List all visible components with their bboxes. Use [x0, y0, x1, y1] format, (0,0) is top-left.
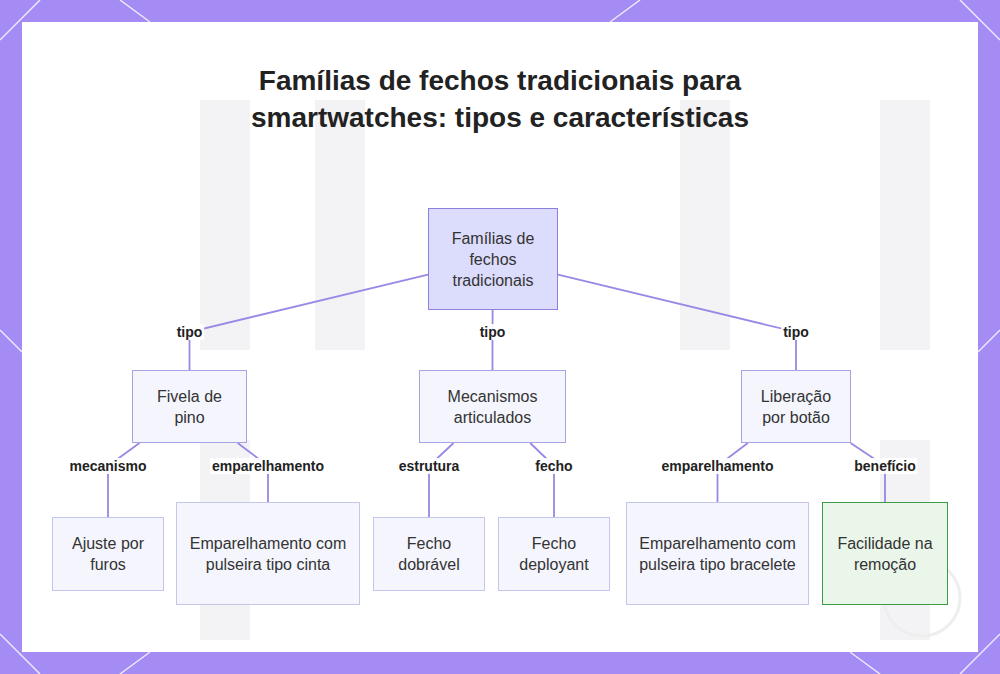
white-panel: [22, 22, 978, 652]
edge-label: benefício: [852, 458, 917, 474]
connector-line: [492, 310, 494, 370]
node-label: Fecho deployant: [507, 533, 601, 575]
edge-label: tipo: [781, 324, 811, 340]
connector-line: [530, 443, 554, 517]
concept-box: Fivela de pino: [132, 370, 247, 443]
node-label: Emparelhamento com pulseira tipo bracele…: [635, 533, 800, 575]
edge-label: emparelhamento: [659, 458, 775, 474]
edge-label: emparelhamento: [210, 458, 326, 474]
edge-label: tipo: [478, 324, 508, 340]
concept-box: Ajuste por furos: [52, 517, 164, 591]
node-label: Ajuste por furos: [61, 533, 155, 575]
connector-line: [190, 275, 429, 370]
edge-label: tipo: [175, 324, 205, 340]
concept-box: Emparelhamento com pulseira tipo bracele…: [626, 502, 809, 605]
edge-label: estrutura: [397, 458, 462, 474]
concept-box: Fecho deployant: [498, 517, 610, 591]
node-label: Fecho dobrável: [382, 533, 476, 575]
concept-box: Facilidade na remoção: [822, 502, 948, 605]
root-box: Famílias de fechos tradicionais: [428, 208, 558, 310]
node-label: Fivela de pino: [141, 386, 238, 428]
connector-line: [558, 275, 796, 370]
connector-line: [429, 443, 454, 517]
node-label: Facilidade na remoção: [831, 533, 939, 575]
node-label: Mecanismos articulados: [428, 386, 557, 428]
concept-box: Emparelhamento com pulseira tipo cinta: [176, 502, 360, 605]
edge-label: mecanismo: [67, 458, 148, 474]
concept-box: Liberação por botão: [741, 370, 851, 443]
edge-label: fecho: [533, 458, 574, 474]
connector-line: [108, 443, 140, 517]
node-label: Famílias de fechos tradicionais: [437, 228, 549, 291]
concept-box: Mecanismos articulados: [419, 370, 566, 443]
node-label: Liberação por botão: [750, 386, 842, 428]
diagram-title: Famílias de fechos tradicionais para sma…: [230, 62, 770, 136]
concept-box: Fecho dobrável: [373, 517, 485, 591]
node-label: Emparelhamento com pulseira tipo cinta: [185, 533, 351, 575]
